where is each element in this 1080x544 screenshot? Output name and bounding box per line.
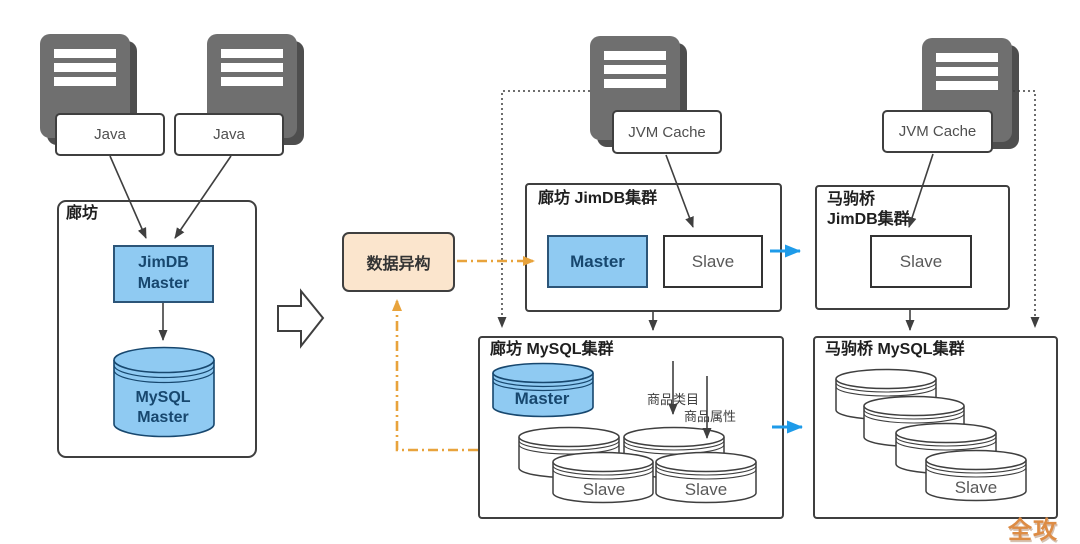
jimdb-master-node: JimDB Master: [113, 245, 214, 303]
block-arrow-right-icon: [277, 288, 325, 349]
java-app-node: Java: [55, 113, 165, 156]
majuqiao-jimdb-slave-node: Slave: [870, 235, 972, 288]
server-slot: [604, 51, 666, 60]
langfang-source-group: [57, 200, 257, 458]
jvm-cache-label: JVM Cache: [628, 123, 706, 141]
server-slot: [221, 77, 283, 86]
server-slot: [54, 49, 116, 58]
jimdb-cluster-master-node: Master: [547, 235, 648, 288]
jimdb-master-line1: JimDB: [138, 254, 189, 272]
orange-flow-mysql-to-hetero: [392, 299, 478, 452]
server-slot: [221, 49, 283, 58]
server-slot: [604, 79, 666, 88]
server-slot: [221, 63, 283, 72]
data-hetero-label: 数据异构: [366, 256, 431, 273]
jvm-cache-node: JVM Cache: [882, 110, 993, 153]
server-slot: [936, 67, 998, 76]
jimdb-master-line2: Master: [137, 275, 190, 292]
java-app-node: Java: [174, 113, 284, 156]
langfang-mysql-cluster-title: 廊坊 MySQL集群: [490, 341, 614, 358]
jvm-cache-label: JVM Cache: [898, 123, 977, 140]
server-slot: [936, 53, 998, 62]
jvm-cache-node: JVM Cache: [612, 110, 722, 154]
java-app-label: Java: [94, 126, 126, 143]
majuqiao-jimdb-cluster-title: 马驹桥 JimDB集群: [827, 191, 910, 228]
java-app-label: Java: [213, 126, 245, 143]
server-slot: [54, 77, 116, 86]
langfang-source-title: 廊坊: [66, 205, 99, 222]
server-slot: [54, 63, 116, 72]
langfang-jimdb-cluster-title: 廊坊 JimDB集群: [538, 190, 658, 207]
langfang-mysql-cluster-group: [478, 336, 784, 519]
majuqiao-jimdb-slave-label: Slave: [899, 251, 943, 271]
data-hetero-node: 数据异构: [342, 232, 455, 292]
jimdb-cluster-slave-label: Slave: [691, 251, 735, 271]
watermark-text: 全攻略: [1008, 517, 1058, 544]
server-slot: [604, 65, 666, 74]
jimdb-cluster-master-label: Master: [570, 251, 625, 271]
server-slot: [936, 81, 998, 90]
majuqiao-mysql-cluster-title: 马驹桥 MySQL集群: [825, 341, 965, 358]
majuqiao-mysql-cluster-group: [813, 336, 1058, 519]
shard-label-attribute: 商品属性: [684, 409, 737, 424]
jimdb-cluster-slave-node: Slave: [663, 235, 763, 288]
dotted-line-server-to-majuqiao-mysql: [1013, 90, 1040, 328]
